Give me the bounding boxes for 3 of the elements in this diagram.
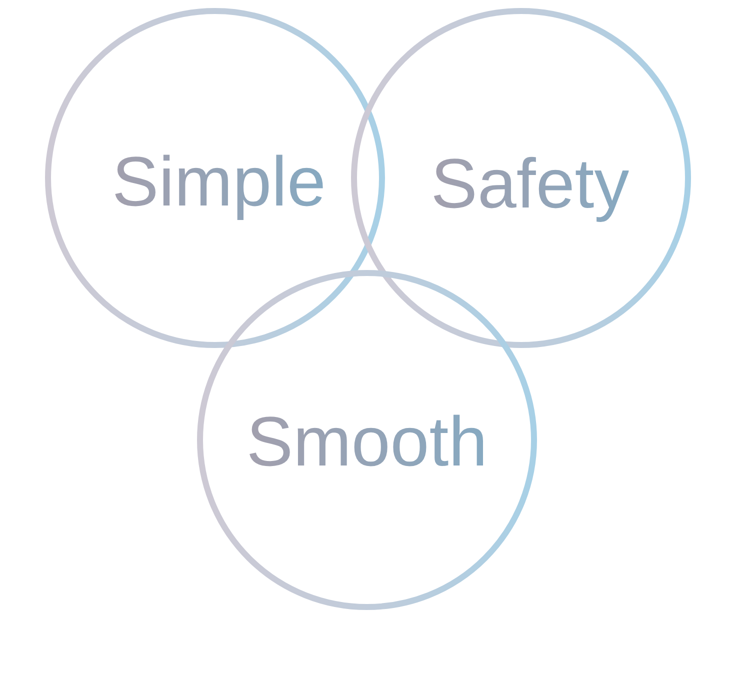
- venn-circle: [197, 270, 537, 610]
- venn-circle: [351, 8, 691, 348]
- venn-circle: [45, 8, 385, 348]
